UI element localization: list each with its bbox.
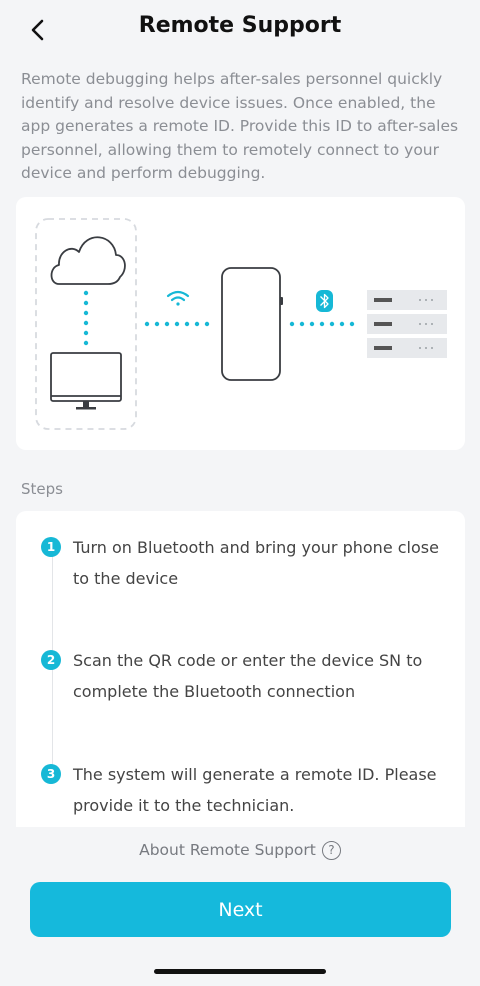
about-remote-support-link[interactable]: About Remote Support ? bbox=[0, 838, 480, 862]
step-number: 3 bbox=[41, 764, 61, 784]
help-icon: ? bbox=[321, 840, 341, 860]
step-text: The system will generate a remote ID. Pl… bbox=[73, 765, 437, 815]
monitor-icon bbox=[50, 352, 122, 410]
cloud-monitor-link bbox=[83, 290, 89, 346]
steps-label: Steps bbox=[21, 480, 63, 498]
steps-list: 1 Turn on Bluetooth and bring your phone… bbox=[16, 511, 465, 827]
step-text: Scan the QR code or enter the device SN … bbox=[73, 651, 423, 701]
phone-icon bbox=[221, 267, 283, 381]
chevron-left-icon bbox=[31, 19, 44, 41]
step-number: 2 bbox=[41, 650, 61, 670]
cloud-icon bbox=[50, 236, 126, 285]
bluetooth-icon bbox=[316, 290, 333, 312]
about-label: About Remote Support bbox=[139, 841, 316, 859]
step-text: Turn on Bluetooth and bring your phone c… bbox=[73, 538, 439, 588]
back-button[interactable] bbox=[20, 12, 56, 48]
wifi-icon bbox=[166, 290, 190, 306]
header: Remote Support bbox=[0, 0, 480, 58]
home-indicator bbox=[154, 969, 326, 974]
next-button[interactable]: Next bbox=[30, 882, 451, 937]
page-title: Remote Support bbox=[138, 13, 342, 38]
cloud-monitor-group bbox=[35, 218, 137, 430]
step-number: 1 bbox=[41, 537, 61, 557]
server-rack-icon bbox=[367, 290, 447, 358]
wifi-link bbox=[144, 321, 210, 327]
bluetooth-link bbox=[289, 321, 355, 327]
connection-diagram bbox=[16, 197, 465, 450]
intro-description: Remote debugging helps after-sales perso… bbox=[21, 70, 459, 182]
